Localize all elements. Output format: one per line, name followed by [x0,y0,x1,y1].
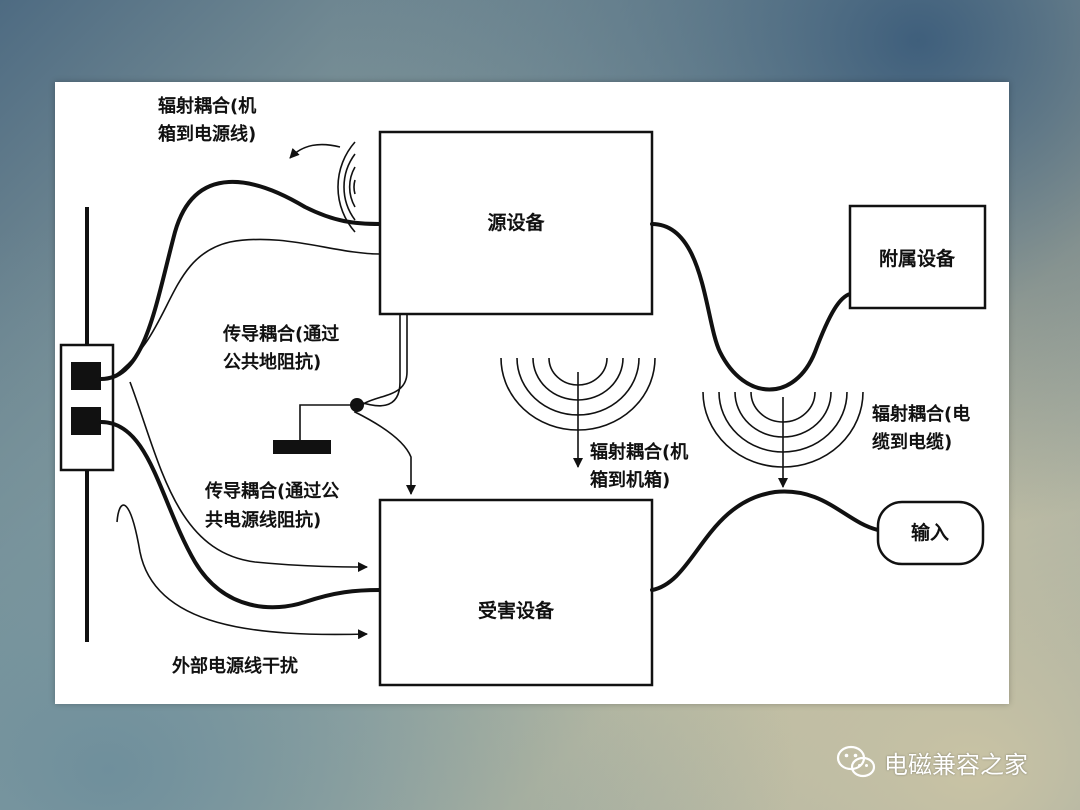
cond-ground-label-1: 传导耦合(通过 [222,323,339,345]
wire-source-to-accessory [650,222,852,392]
input-box [876,500,985,566]
ground-wire [299,404,357,442]
rad-case-power-label-2: 箱到电源线) [158,123,256,145]
rad-arcs-case-power [337,141,356,233]
outlet-socket-bottom [71,407,101,435]
source-device-box [378,130,654,316]
external-power-arrow [116,504,368,640]
accessory-device-box [848,204,987,310]
rad-case-power-label-1: 辐射耦合(机 [158,95,256,117]
diagram-slide: 源设备 受害设备 附属设备 输入 辐射耦合(机 箱到电源线) 传导耦合(通过 公… [55,82,1009,704]
watermark: 电磁兼容之家 [836,742,1028,782]
watermark-text: 电磁兼容之家 [884,750,1028,779]
victim-device-box [378,498,654,687]
accessory-device-label: 附属设备 [879,247,956,270]
cond-power-label-1: 传导耦合(通过公 [204,480,339,502]
input-label: 输入 [911,521,949,544]
cond-ground-wire-2 [353,314,416,495]
cond-ground-label-2: 公共地阻抗) [223,351,321,373]
rad-cable-cable-label-2: 缆到电缆) [872,431,952,453]
wire-victim-to-input [650,489,880,592]
wire-outlet-to-victim [99,420,382,610]
outlet-socket-top [71,362,101,390]
rad-case-case-label-2: 箱到机箱) [590,469,670,491]
wechat-icon [836,745,876,778]
wire-outlet-branch [112,238,381,378]
rad-case-case-label-1: 辐射耦合(机 [590,441,688,463]
ground-symbol [273,440,331,454]
victim-device-label: 受害设备 [478,599,555,622]
emi-coupling-diagram: 源设备 受害设备 附属设备 输入 辐射耦合(机 箱到电源线) 传导耦合(通过 公… [59,95,987,687]
cond-power-label-2: 共电源线阻抗) [205,509,321,531]
external-power-label: 外部电源线干扰 [172,655,298,677]
source-device-label: 源设备 [487,211,545,234]
rad-cable-cable-label-1: 辐射耦合(电 [872,403,970,425]
cond-power-arrow [129,381,368,572]
rad-case-power-arrow [289,143,341,159]
wire-outlet-to-source [99,180,382,381]
